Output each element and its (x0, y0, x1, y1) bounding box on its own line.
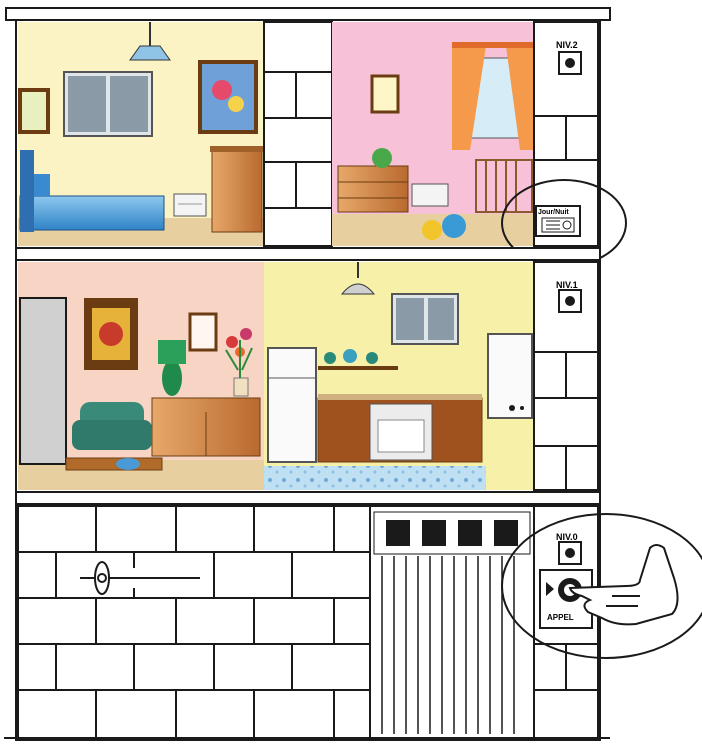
ground-floor-bricks (18, 506, 370, 738)
bedroom (18, 22, 264, 246)
shelf (318, 366, 398, 370)
radiator-icon (174, 194, 206, 216)
day-night-label: Jour/Nuit (538, 209, 569, 216)
toy-ball (442, 214, 466, 238)
call-label: APPEL (547, 613, 574, 622)
floor-slab (16, 492, 600, 504)
radiator-icon (412, 184, 448, 206)
level1-call-button[interactable] (559, 290, 581, 312)
picture-frame (372, 76, 398, 112)
picture-frame (20, 90, 48, 132)
level1-button-label: NIV.1 (556, 280, 578, 290)
chest-of-drawers (338, 166, 408, 212)
armchair (72, 402, 152, 450)
water-heater (488, 334, 532, 418)
kitchen (264, 262, 534, 490)
roof-lintel (6, 8, 610, 20)
level2-button-label: NIV.2 (556, 40, 578, 50)
toy-ball (422, 220, 442, 240)
living-room (18, 262, 264, 490)
window-icon (64, 72, 152, 136)
garage-door (370, 506, 534, 738)
window-icon (392, 294, 458, 344)
level0-button-label: NIV.0 (556, 532, 578, 542)
level2-call-button[interactable] (559, 52, 581, 74)
fridge (268, 348, 316, 462)
stone-wall (264, 22, 332, 246)
call-panel[interactable]: APPEL (540, 570, 592, 628)
dresser (212, 150, 262, 232)
floor-slab (16, 248, 600, 260)
level0-call-button[interactable] (559, 542, 581, 564)
picture-frame (190, 314, 216, 350)
door (20, 298, 66, 464)
day-night-switch[interactable]: Jour/Nuit (536, 206, 580, 236)
coffee-table (66, 458, 162, 470)
